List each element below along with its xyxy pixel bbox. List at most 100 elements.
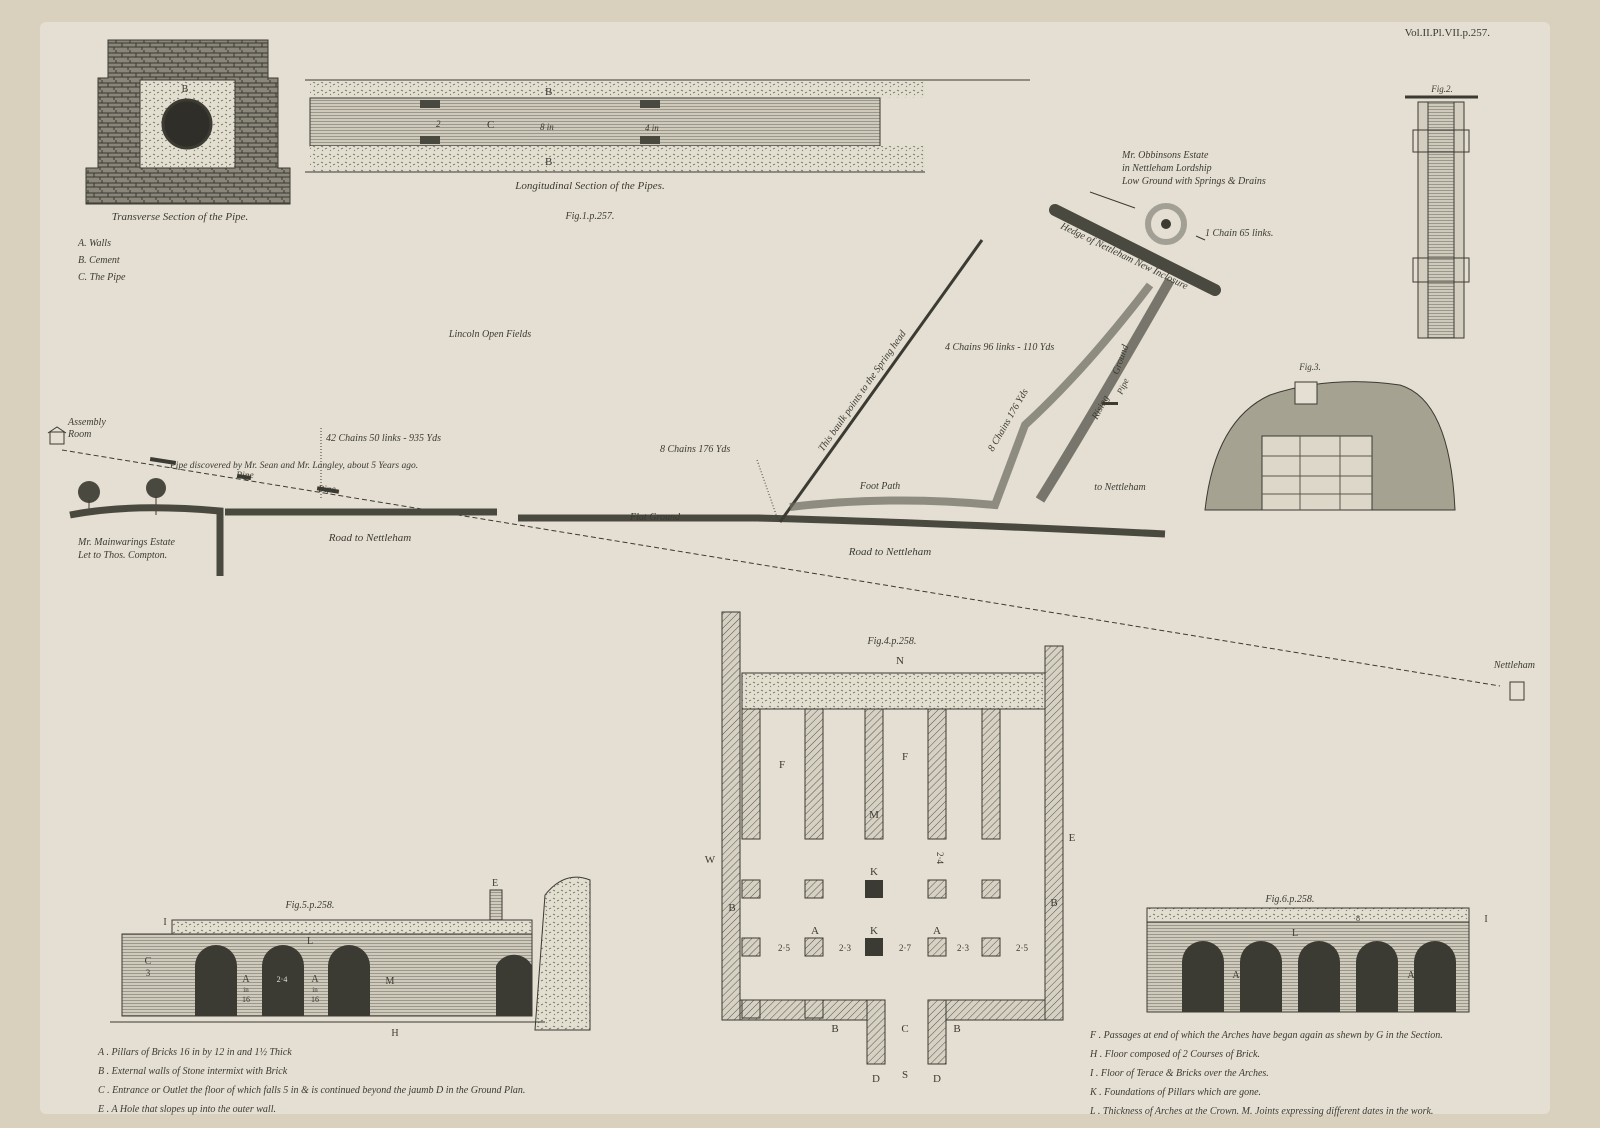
spacing-label: 2·4 [935, 852, 945, 864]
legend-item: L . Thickness of Arches at the Crown. M.… [1089, 1106, 1433, 1117]
svg-text:B. Cement: B. Cement [78, 255, 120, 266]
spacing-label: 2·3 [839, 943, 851, 953]
label: D [872, 1073, 880, 1085]
label: C [901, 1023, 908, 1035]
label: Floor of Terace & Bricks over the Arches… [1100, 1068, 1269, 1079]
fig1-transverse-section: B Transverse Section of the Pipe. [85, 39, 291, 223]
label: 16 [242, 995, 250, 1004]
fig3-spring-head: Fig.3. [1204, 362, 1456, 511]
label: E [97, 1104, 104, 1115]
fig5-label: Fig.5.p.258. [285, 900, 335, 911]
fig3-label: Fig.3. [1298, 362, 1321, 372]
label: H [391, 1028, 398, 1039]
label: in [312, 986, 318, 994]
label: Entrance or Outlet the floor of which fa… [111, 1085, 525, 1096]
svg-text:C. The Pipe: C. The Pipe [78, 272, 126, 283]
label: 2·4 [277, 975, 288, 984]
foot-path-label: Foot Path [859, 481, 900, 492]
legend-item: B . External walls of Stone intermixt wi… [98, 1066, 288, 1077]
transverse-caption: Transverse Section of the Pipe. [112, 211, 249, 223]
label: B [1050, 897, 1057, 909]
label: F [1089, 1030, 1097, 1041]
estate-label: Low Ground with Springs & Drains [1121, 176, 1266, 187]
legend-item: F . Passages at end of which the Arches … [1089, 1030, 1443, 1041]
pipe-discovered-label: Pipe discovered by Mr. Sean and Mr. Lang… [169, 461, 418, 471]
size-mark: 8 in [540, 122, 554, 132]
pipe-label: Pipe [317, 485, 335, 495]
legend-item: I . Floor of Terace & Bricks over the Ar… [1089, 1068, 1269, 1079]
label: B [831, 1023, 838, 1035]
label: A [1407, 970, 1415, 981]
assembly-room-label: Room [67, 429, 91, 440]
spring-icon [1145, 203, 1187, 245]
assembly-room-icon [49, 431, 65, 445]
label: D [933, 1073, 941, 1085]
legend-item: H . Floor composed of 2 Courses of Brick… [1089, 1049, 1260, 1060]
label: A [1232, 970, 1240, 981]
label: B [728, 902, 735, 914]
label: A [242, 974, 250, 985]
fig2-pipe-joint: Fig.2. [1405, 84, 1478, 339]
fig6-section: Fig.6.p.258. I L A A 8 F . Passages at e… [1089, 894, 1488, 1117]
spacing-label: 2·5 [778, 943, 790, 953]
legend-key: B [78, 255, 84, 266]
road-label: Road to Nettleham [328, 532, 412, 544]
label: in [243, 986, 249, 994]
label: E [492, 878, 498, 889]
hedge [1049, 204, 1221, 296]
lincoln-open-fields-label: Lincoln Open Fields [448, 329, 531, 340]
label: Passages at end of which the Arches have… [1103, 1030, 1443, 1041]
label: M [386, 976, 395, 987]
paper [40, 22, 1550, 1114]
mark-b-top: B [545, 86, 552, 98]
label: F [779, 759, 785, 771]
distance-label: 4 Chains 96 links - 110 Yds [945, 342, 1054, 353]
estate-label: Mr. Obbinsons Estate [1121, 150, 1209, 161]
label: A [97, 1047, 105, 1058]
legend-item: C . Entrance or Outlet the floor of whic… [98, 1085, 525, 1096]
label: I [163, 917, 166, 928]
spacing-label: 2·3 [957, 943, 969, 953]
mark-b-bottom: B [545, 156, 552, 168]
road [518, 514, 1166, 538]
road-label: Road to Nettleham [848, 546, 932, 558]
label: Floor composed of 2 Courses of Brick. [1104, 1049, 1260, 1060]
label: F [902, 751, 908, 763]
fig1-legend: A. Walls B. Cement C. The Pipe [77, 238, 126, 283]
label: W [705, 854, 716, 866]
fig1-longitudinal-section: B B C 2 8 in 4 in Longitudinal Section o… [305, 79, 1030, 222]
distance-label: 1 Chain 65 links. [1205, 228, 1273, 239]
label: N [896, 655, 904, 667]
legend-item: A . Pillars of Bricks 16 in by 12 in and… [97, 1047, 292, 1058]
tree-icon [146, 478, 166, 498]
label: H [1089, 1049, 1098, 1060]
label: E [1069, 832, 1076, 844]
legend-item: K . Foundations of Pillars which are gon… [1089, 1087, 1261, 1098]
baulk-line [778, 239, 984, 523]
fig1-label: Fig.1.p.257. [565, 211, 615, 222]
label: L [307, 936, 313, 947]
estate-label: in Nettleham Lordship [1122, 163, 1212, 174]
label: 3 [146, 968, 151, 978]
legend-item: E . A Hole that slopes up into the outer… [97, 1104, 276, 1115]
spacing-label: 2·7 [899, 943, 911, 953]
label: A [933, 925, 941, 937]
plate-reference: Vol.II.Pl.VII.p.257. [1405, 27, 1491, 39]
label: I [1484, 914, 1487, 925]
pipe-line [61, 449, 1501, 687]
label: M [869, 809, 879, 821]
label: C [145, 956, 152, 967]
label: 8 [1356, 914, 1360, 923]
fig2-label: Fig.2. [1430, 84, 1453, 94]
flat-ground-label: Flat Ground [629, 512, 681, 523]
legend-key: A [77, 238, 85, 249]
to-nettleham-label: to Nettleham [1094, 482, 1145, 493]
size-mark: 4 in [645, 123, 659, 133]
pipe-label: Pipe [235, 471, 253, 481]
svg-text:A. Walls: A. Walls [77, 238, 111, 249]
spacing-label: 2·5 [1016, 943, 1028, 953]
label: Thickness of Arches at the Crown. M. Joi… [1103, 1106, 1434, 1117]
label: B [98, 1066, 104, 1077]
